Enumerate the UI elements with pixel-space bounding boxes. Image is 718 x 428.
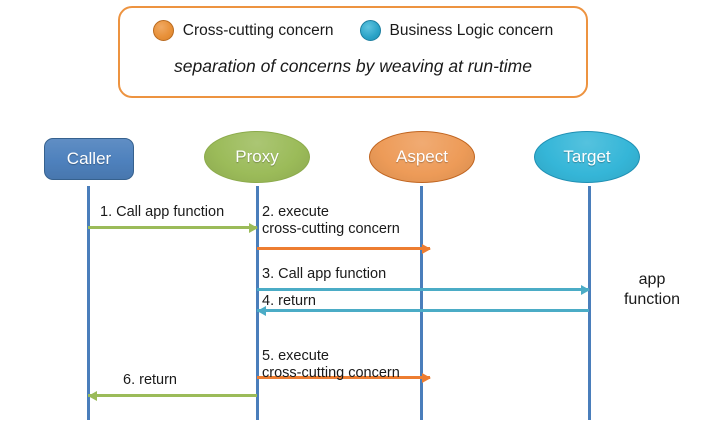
message-line-4 xyxy=(257,309,589,312)
message-label-1: 1. Call app function xyxy=(100,204,225,220)
orange-dot-icon xyxy=(152,20,174,41)
actor-label-aspect: Aspect xyxy=(396,147,448,166)
arrowhead-3 xyxy=(581,284,590,295)
legend-label-business-logic: Business Logic concern xyxy=(389,21,554,39)
message-label-5: 5. execute cross-cutting concern xyxy=(262,348,400,381)
legend-entry-business-logic: Business Logic concern xyxy=(359,20,554,41)
actor-caller[interactable]: Caller xyxy=(44,138,134,180)
message-line-6 xyxy=(88,394,257,397)
arrowhead-6 xyxy=(88,390,97,401)
message-line-3 xyxy=(257,288,589,291)
legend-entry-cross-cutting: Cross-cutting concern xyxy=(152,20,334,41)
lifeline-aspect xyxy=(420,186,423,420)
lifeline-proxy xyxy=(256,186,259,420)
legend-label-cross-cutting: Cross-cutting concern xyxy=(182,21,334,39)
message-label-4: 4. return xyxy=(262,293,316,309)
message-line-5 xyxy=(257,376,430,379)
actor-target[interactable]: Target xyxy=(534,131,640,183)
legend-caption: separation of concerns by weaving at run… xyxy=(174,56,532,76)
message-label-3: 3. Call app function xyxy=(262,266,387,282)
side-note-app-function: app function xyxy=(623,271,681,308)
teal-dot-icon xyxy=(359,20,381,41)
message-label-2: 2. execute cross-cutting concern xyxy=(262,204,400,237)
arrowhead-5 xyxy=(422,372,431,383)
message-line-2 xyxy=(257,247,430,250)
lifeline-target xyxy=(588,186,591,420)
actor-label-caller: Caller xyxy=(66,149,112,168)
message-line-1 xyxy=(88,226,257,229)
actor-proxy[interactable]: Proxy xyxy=(204,131,310,183)
arrowhead-1 xyxy=(249,222,258,233)
arrowhead-2 xyxy=(422,243,431,254)
arrowhead-4 xyxy=(257,305,266,316)
actor-label-proxy: Proxy xyxy=(235,147,279,166)
legend-box: Cross-cutting concern Business Logic con… xyxy=(118,6,588,98)
message-label-6: 6. return xyxy=(123,372,177,388)
actor-aspect[interactable]: Aspect xyxy=(369,131,475,183)
lifeline-caller xyxy=(87,186,90,420)
legend-entries: Cross-cutting concern Business Logic con… xyxy=(120,20,586,41)
actor-label-target: Target xyxy=(563,147,611,166)
